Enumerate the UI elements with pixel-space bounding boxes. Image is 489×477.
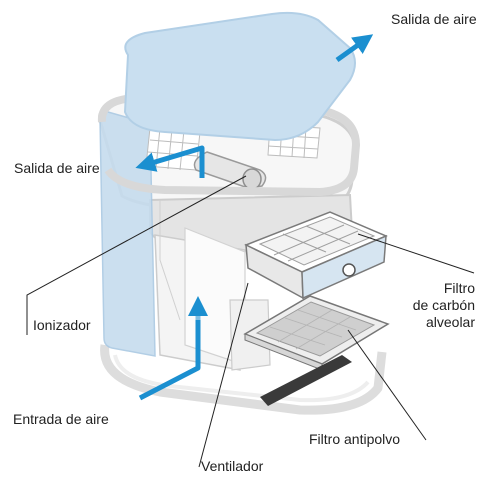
fan-leader xyxy=(198,282,249,468)
carbon-filter-leader xyxy=(357,233,475,274)
air-outlet-top-label: Salida de aire xyxy=(391,11,477,27)
carbon-filter-label-line-1: Filtro xyxy=(443,280,475,296)
outlet-left-arrow xyxy=(135,145,205,178)
airflow-arrows xyxy=(135,34,374,401)
ionizer-leader xyxy=(26,175,247,335)
dust-filter-tray xyxy=(243,295,390,371)
upper-rim xyxy=(97,94,360,196)
base-ring xyxy=(100,344,387,415)
outlet-top-arrow xyxy=(335,34,374,63)
lid xyxy=(123,11,356,142)
leader-lines xyxy=(26,175,475,468)
carbon-filter-label-line-3: alveolar xyxy=(425,314,475,330)
dust-filter-leader xyxy=(347,329,427,441)
air-outlet-left-label: Salida de aire xyxy=(14,160,100,176)
inlet-arrow xyxy=(138,303,201,401)
carbon-filter-label: Filtro de carbón alveolar xyxy=(413,280,475,331)
carbon-filter-label-line-2: de carbón xyxy=(412,297,475,313)
ionizer-cylinder xyxy=(193,151,267,190)
air-inlet-label: Entrada de aire xyxy=(13,411,109,427)
base-pad xyxy=(260,355,352,406)
carbon-filter-drawer xyxy=(244,211,388,300)
fan-label: Ventilador xyxy=(201,458,264,474)
side-panel xyxy=(99,110,156,357)
ionizer-label: Ionizador xyxy=(33,317,91,333)
dust-filter-label: Filtro antipolvo xyxy=(309,431,401,447)
